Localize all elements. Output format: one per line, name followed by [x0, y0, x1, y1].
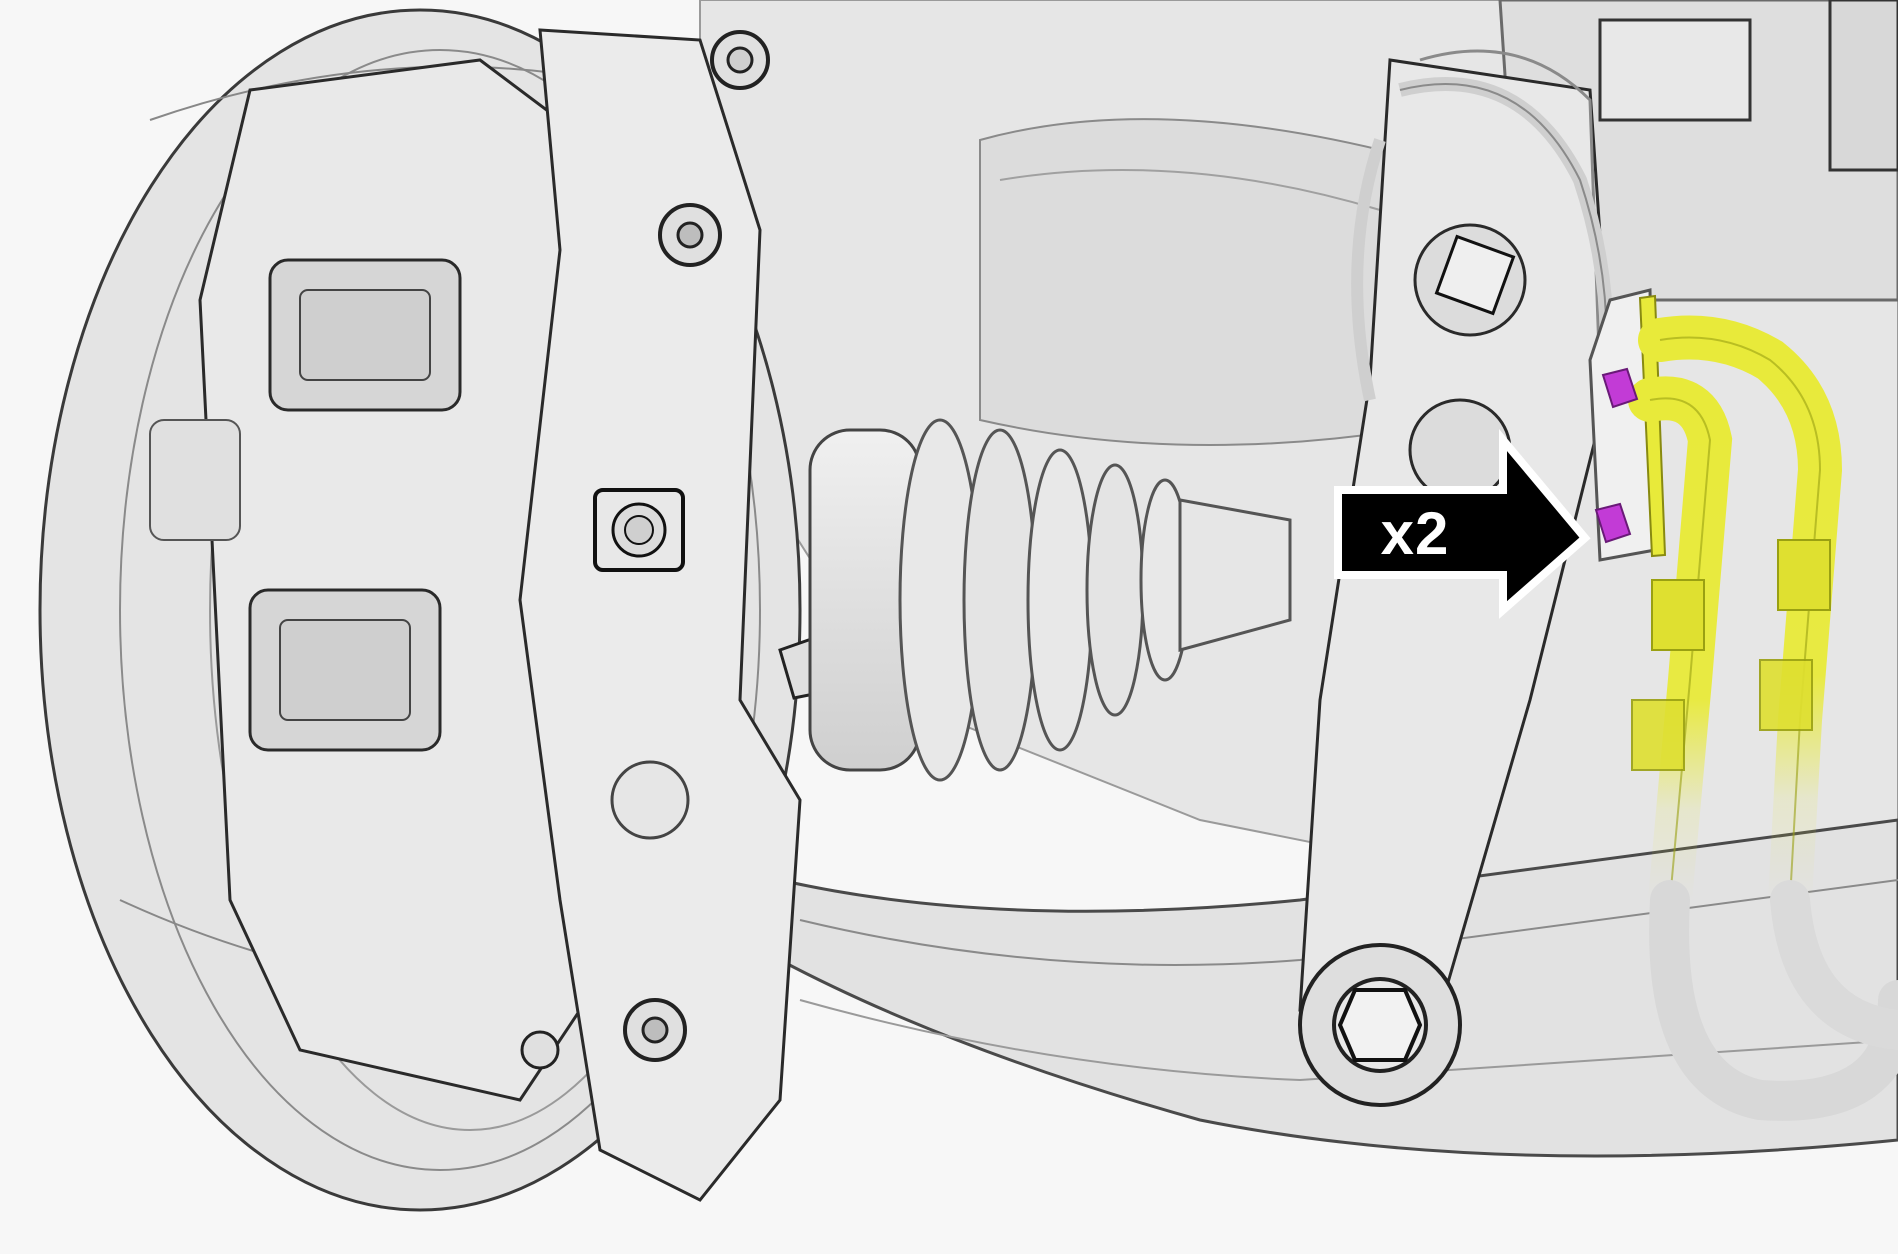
brake-hose-lower [1649, 880, 1898, 1121]
cv-boot [808, 418, 1292, 782]
hose-bracket [1588, 288, 1667, 562]
brake-hose-highlight [1628, 315, 1843, 922]
fastener-upper [1601, 367, 1639, 409]
fastener-lower [1594, 502, 1632, 544]
brake-caliper [149, 58, 602, 1102]
bracket-fasteners [1594, 367, 1639, 544]
right-arrow-callout-icon [1334, 428, 1591, 619]
quantity-callout-label: x2 [1380, 499, 1450, 567]
